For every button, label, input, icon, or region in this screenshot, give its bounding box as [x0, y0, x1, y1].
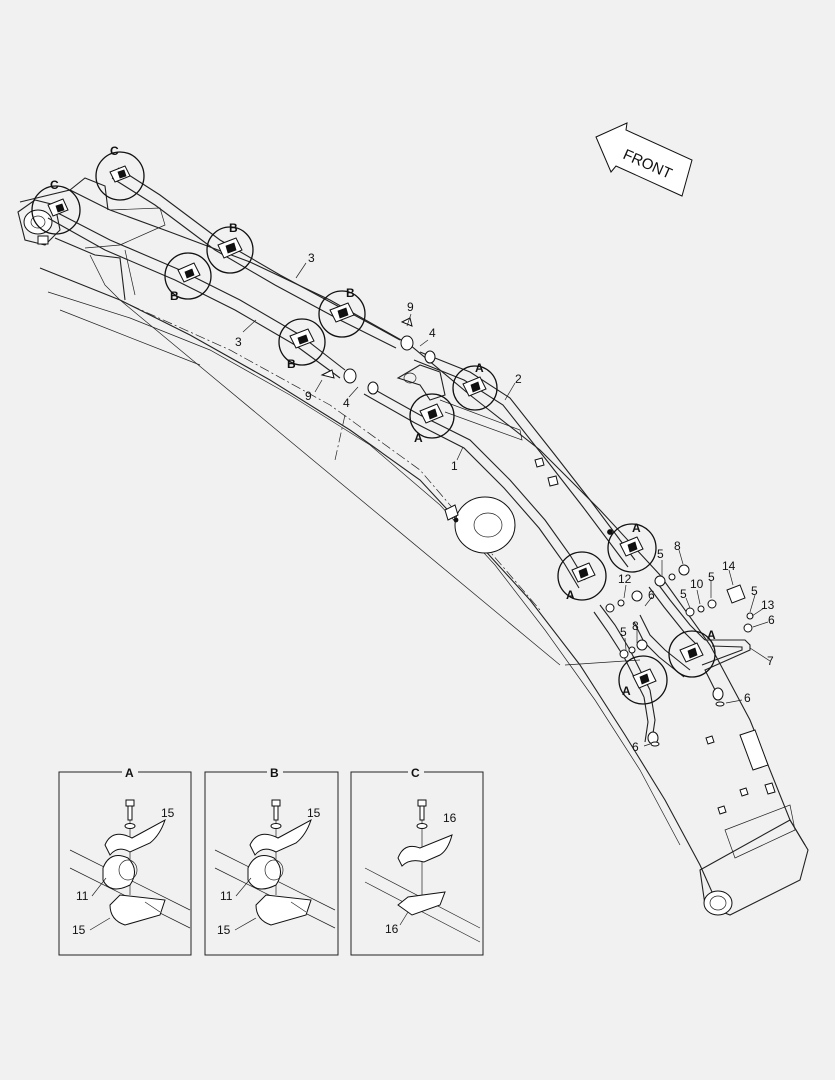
detail-callout: 15	[217, 923, 231, 937]
clamp-zone: A	[409, 393, 455, 445]
clamp-zone: B	[206, 221, 254, 274]
detail-box-a: A 15 11 15	[58, 764, 192, 956]
detail-letter: A	[125, 766, 134, 780]
clamp-zone-letter: A	[707, 628, 716, 642]
callout-numbers: 3 3 9 9 4 4 2 1 5 8 12 6 5 8 10 5 5 14 5…	[235, 251, 775, 754]
callout: 3	[308, 251, 315, 265]
clamp-zone-letter: C	[110, 144, 119, 158]
callout: 7	[767, 654, 774, 668]
callout: 2	[515, 372, 522, 386]
callout: 5	[620, 625, 627, 639]
clamp-zone-letter: C	[50, 178, 59, 192]
clamp-zone: B	[278, 318, 326, 371]
clamp-zone: A	[668, 628, 716, 678]
fitting-block-14	[726, 584, 746, 604]
pipe-fittings	[320, 317, 754, 747]
callout: 4	[429, 326, 436, 340]
callout: 8	[674, 539, 681, 553]
clamp-zone: B	[164, 252, 212, 303]
detail-box-c: C 16 16	[350, 764, 484, 956]
clamp-zone-letter: A	[622, 684, 631, 698]
clamp-zone: A	[618, 655, 668, 705]
detail-letter: C	[411, 766, 420, 780]
detail-callout: 15	[307, 806, 321, 820]
boom-head-pin-bore	[23, 209, 53, 235]
callout: 5	[680, 587, 687, 601]
detail-letter: B	[270, 766, 279, 780]
callout: 6	[744, 691, 751, 705]
clamp-zone: A	[607, 521, 657, 573]
clamp-zone-letter: A	[475, 361, 484, 375]
callout: 5	[657, 547, 664, 561]
callout: 13	[761, 598, 775, 612]
callout: 5	[708, 570, 715, 584]
callout: 6	[768, 613, 775, 627]
callout: 14	[722, 559, 736, 573]
callout: 3	[235, 335, 242, 349]
clamp-zone-letter: B	[346, 286, 355, 300]
leader-lines	[242, 262, 771, 747]
detail-callout: 16	[385, 922, 399, 936]
callout: 8	[632, 619, 639, 633]
callout: 6	[648, 588, 655, 602]
clamp-zone: A	[452, 361, 498, 411]
detail-callout: 11	[76, 889, 89, 903]
callout: 1	[451, 459, 458, 473]
detail-callout: 16	[443, 811, 457, 825]
callout: 9	[407, 300, 414, 314]
boom-body	[17, 177, 809, 916]
callout: 6	[632, 740, 639, 754]
front-direction-arrow: FRONT	[595, 122, 693, 197]
callout: 10	[690, 577, 704, 591]
clamp-zone-letter: A	[632, 521, 641, 535]
callout: 4	[343, 396, 350, 410]
clamp-zone: C	[31, 178, 81, 235]
clamp-zones: C C B B B	[31, 144, 716, 705]
clamp-zone-letter: A	[414, 431, 423, 445]
callout: 12	[618, 572, 632, 586]
clamp-zone: C	[95, 144, 145, 201]
clamp-zone: A	[557, 551, 607, 602]
callout: 5	[751, 584, 758, 598]
clamp-zone-letter: B	[170, 289, 179, 303]
callout: 9	[305, 389, 312, 403]
clamp-zone-letter: B	[229, 221, 238, 235]
boom-foot-pin-bore	[703, 890, 733, 916]
detail-box-b: B 15 11 15	[204, 764, 339, 956]
detail-callout: 11	[220, 889, 233, 903]
boom-side-boss	[454, 496, 516, 554]
detail-callout: 15	[72, 923, 86, 937]
clamp-zone-letter: B	[287, 357, 296, 371]
detail-callout: 15	[161, 806, 175, 820]
clamp-zone: B	[318, 286, 366, 338]
clamp-zone-letter: A	[566, 588, 575, 602]
